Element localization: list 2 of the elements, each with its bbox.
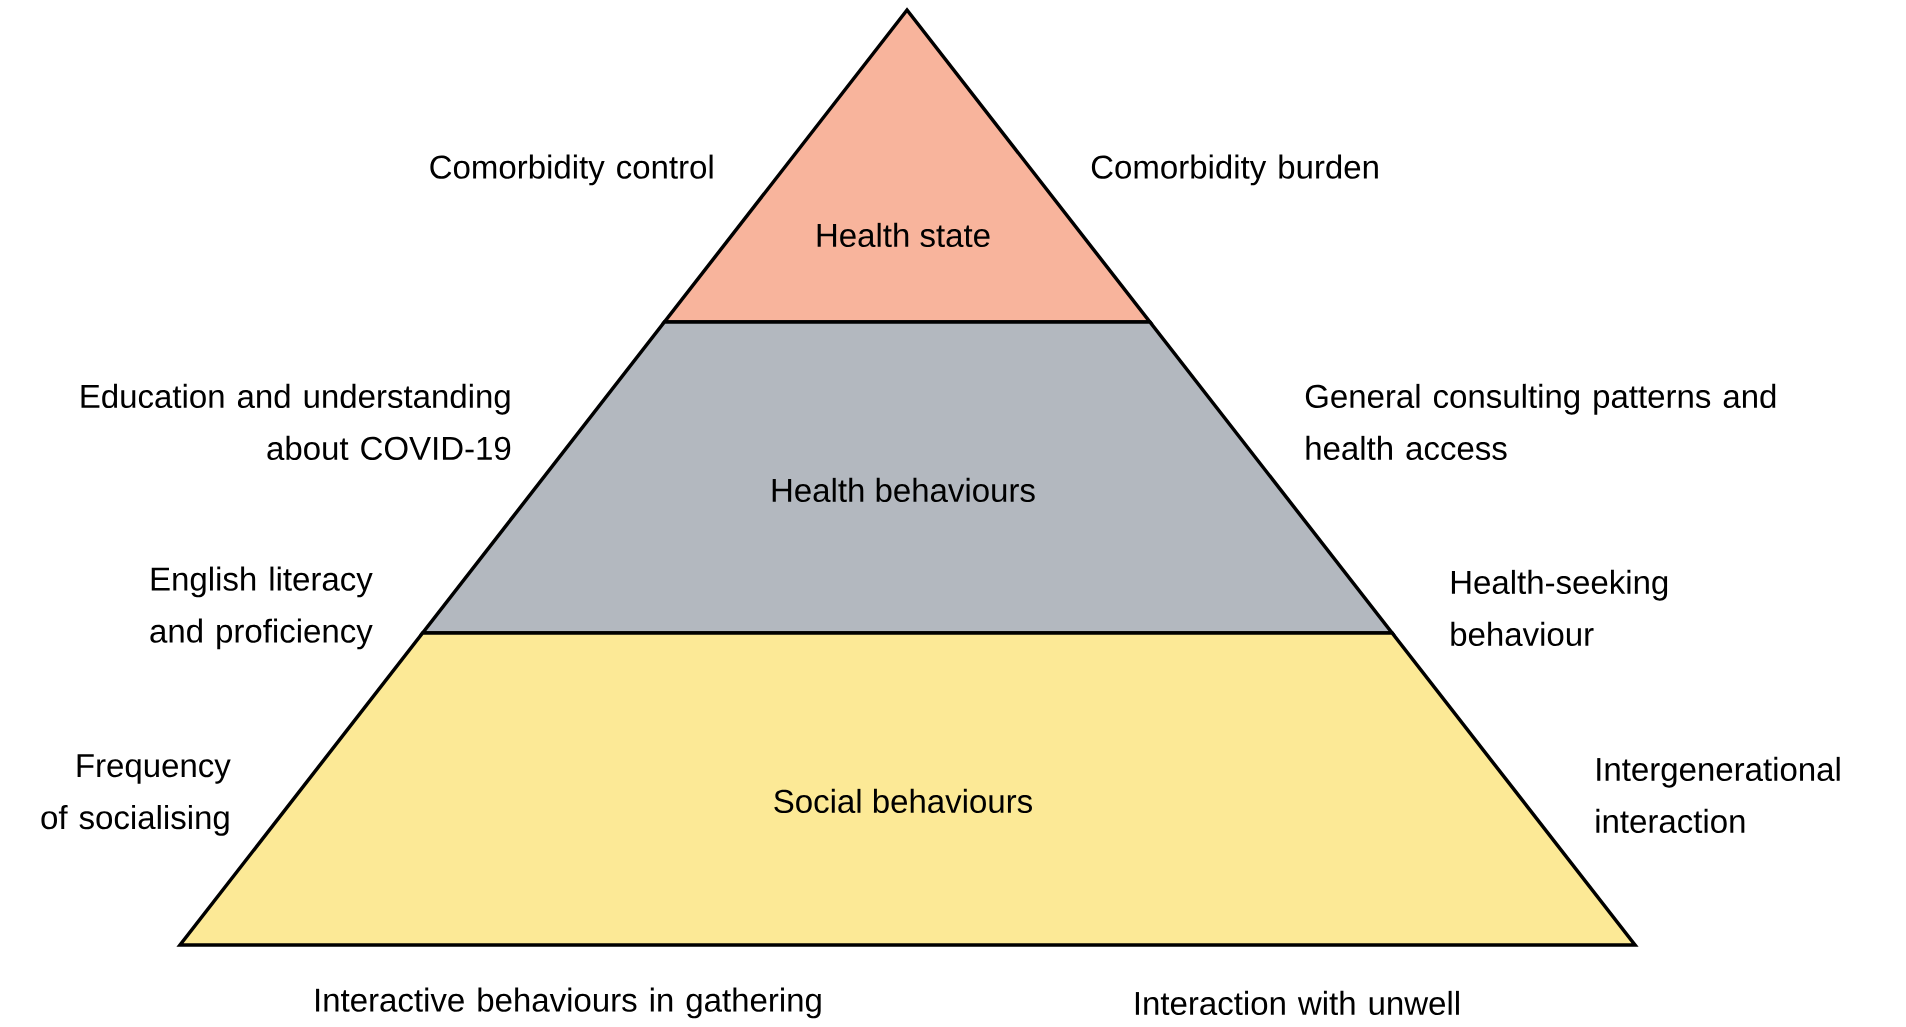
factor-label: Interactive behaviours in gathering [316,987,821,1019]
factor-label: Interaction with unwell [1135,990,1459,1016]
